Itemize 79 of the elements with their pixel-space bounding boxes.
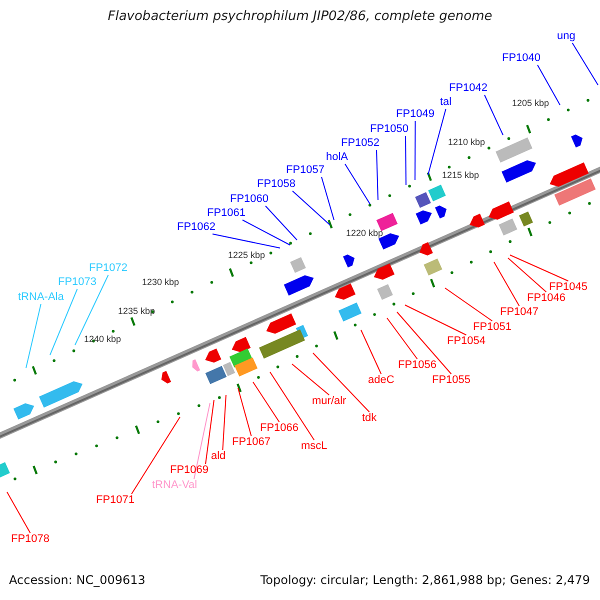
scale-label: 1225 kbp [228,250,266,261]
gene-label: FP1061 [207,207,246,220]
leader-line [494,262,520,306]
leader-line [270,372,315,440]
leader-line [26,304,42,368]
gene-label: FP1051 [473,321,512,334]
gene-label: ald [211,450,226,463]
gene-label: FP1055 [432,374,471,387]
scale-label: 1220 kbp [346,228,384,239]
gene-label: FP1073 [58,276,97,289]
gene-label: FP1060 [230,193,269,206]
gene-label: FP1062 [177,221,216,234]
leader-line [238,388,252,436]
scale-label: 1235 kbp [118,306,156,317]
scale-label: 1205 kbp [512,98,550,109]
gene-label: FP1078 [11,533,50,546]
gene-label: FP1072 [89,262,128,275]
gene-label: FP1047 [500,306,539,319]
leader-line [428,108,446,176]
leader-line [131,416,180,494]
leader-line [508,258,547,292]
gene-label: tal [440,96,452,109]
gene-label: ung [557,30,576,43]
gene-label: FP1058 [257,178,296,191]
leader-line [444,288,493,322]
leader-line [376,150,378,200]
gene-label: FP1052 [341,137,380,150]
gene-label: adeC [368,374,394,387]
leader-line [194,402,210,480]
leader-line [292,190,330,226]
leader-line [265,206,298,240]
scale-label: 1215 kbp [442,170,480,181]
genome-summary-text: Topology: circular; Length: 2,861,988 bp; Genes: 2,479 [260,573,590,587]
gene-label: FP1040 [502,52,541,65]
gene-label: FP1045 [549,281,588,294]
gene-label: FP1071 [96,494,135,507]
leader-line [404,304,467,336]
leader-line [205,400,214,464]
leader-line [212,234,280,248]
leader-line [344,164,370,204]
diagram-title: Flavobacterium psychrophilum JIP02/86, complete genome [108,9,492,24]
leader-line [321,176,334,220]
gene-label: tdk [362,412,377,425]
scale-label: 1240 kbp [84,334,122,345]
gene-label: FP1067 [232,436,271,449]
leader-line [386,318,418,360]
leader-line [74,274,109,346]
gene-label: tRNA-Val [152,479,198,492]
scale-label: 1210 kbp [448,137,486,148]
leader-line [572,42,598,86]
gene-label: tRNA-Ala [18,291,64,304]
accession-text: Accession: NC_009613 [9,573,146,587]
gene-label: FP1057 [286,164,325,177]
leader-line [6,492,31,534]
gene-label: FP1066 [260,422,299,435]
scale-label: 1230 kbp [142,277,180,288]
gene-label: holA [326,151,348,164]
gene-label: FP1056 [398,359,437,372]
gene-label: FP1050 [370,123,409,136]
gene-label: mur/alr [312,395,346,408]
leader-line [242,220,290,246]
leader-line [292,364,330,396]
gene-label: FP1042 [449,82,488,95]
leader-line [484,94,504,136]
gene-label: FP1054 [447,335,486,348]
leader-line [50,288,78,356]
leader-line [414,120,416,180]
leader-line [252,382,280,422]
leader-line [222,394,226,450]
gene-label: FP1046 [527,292,566,305]
leader-line [405,136,406,186]
leader-line [360,330,382,374]
gene-label: FP1049 [396,108,435,121]
leader-line [510,254,569,282]
gene-label: FP1069 [170,464,209,477]
leader-line [537,64,560,106]
leader-line [312,352,370,412]
leader-line [396,312,452,374]
gene-label: mscL [301,440,328,453]
